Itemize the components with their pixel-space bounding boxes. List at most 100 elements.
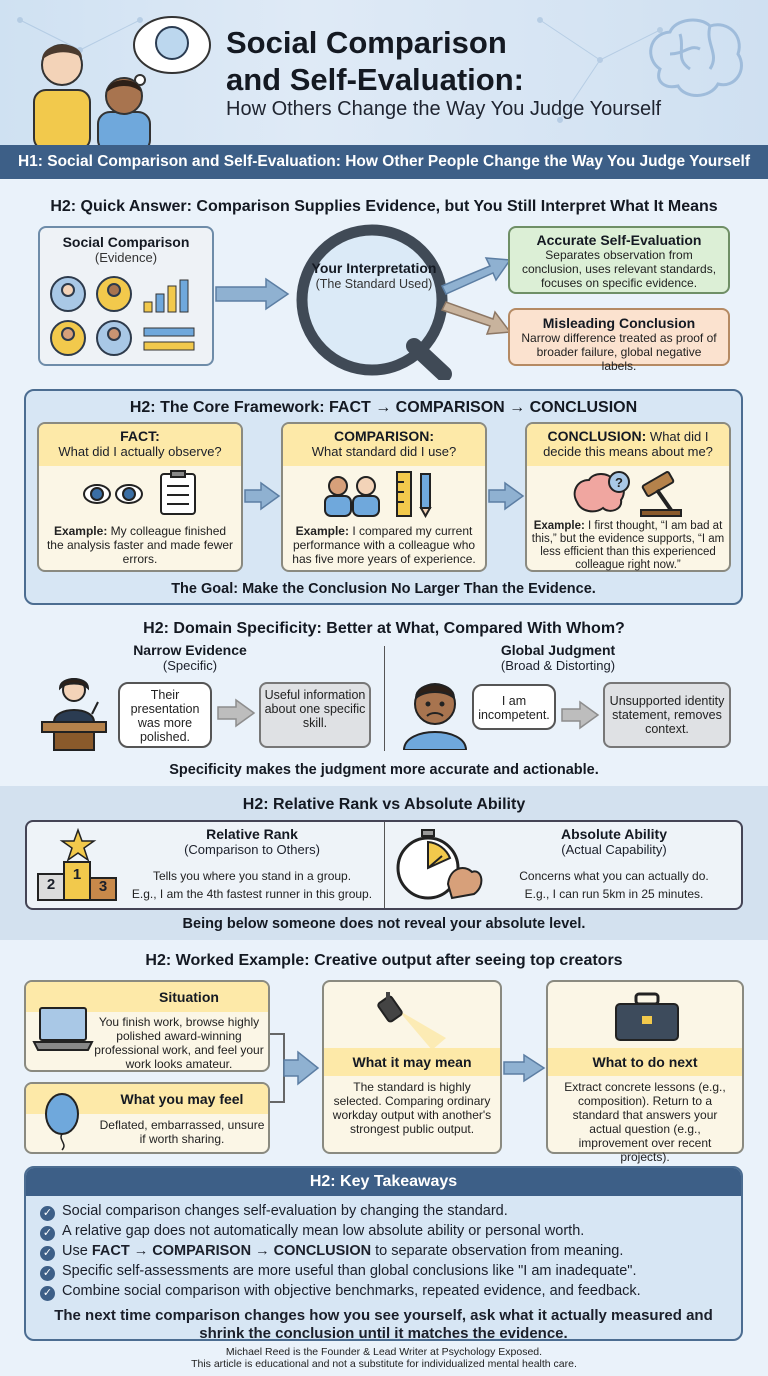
narrow-subtitle: (Specific) <box>162 658 218 673</box>
credits-author: Michael Reed is the Founder & Lead Write… <box>225 1346 543 1358</box>
check-icon: ✓ <box>40 1266 55 1281</box>
arrow-right-icon <box>488 481 525 511</box>
accurate-text: Separates observation from conclusion, u… <box>521 248 717 290</box>
svg-text:?: ? <box>615 475 623 490</box>
absolute-ability-subtitle: (Actual Capability) <box>561 842 667 857</box>
laptop-icon <box>32 1007 94 1051</box>
header-banner: Social Comparison and Self-Evaluation: H… <box>0 0 768 145</box>
meaning-card: What it may mean The standard is highly … <box>322 980 502 1154</box>
meaning-text: The standard is highly selected. Compari… <box>332 1080 492 1136</box>
credits: Michael Reed is the Founder & Lead Write… <box>0 1346 768 1370</box>
comparison-header: COMPARISON: What standard did I use? <box>283 424 485 466</box>
relative-rank-text: Tells you where you stand in a group. <box>152 869 352 883</box>
narrow-speech-bubble: Their presentation was more polished. <box>118 682 212 748</box>
fact-example: Example: My colleague finished the analy… <box>45 524 235 566</box>
comparison-faces-icon <box>50 276 195 356</box>
global-speech-bubble: I am incompetent. <box>472 684 556 730</box>
situation-title: Situation <box>159 989 219 1005</box>
takeaway-item: ✓A relative gap does not automatically m… <box>40 1221 741 1241</box>
evidence-subtitle: (Evidence) <box>94 250 158 265</box>
takeaway-item: ✓ Specific self-assessments are more usef… <box>40 1261 741 1281</box>
comparison-example: Example: I compared my current performan… <box>289 524 479 566</box>
arrow-right-icon <box>244 481 281 511</box>
lens-title: Your Interpretation <box>311 260 437 276</box>
stopwatch-muscle-icon <box>396 829 483 900</box>
check-icon: ✓ <box>40 1246 55 1261</box>
fact-card: FACT: What did I actually observe? Examp… <box>37 422 243 572</box>
relative-rank-title: Relative Rank <box>206 826 298 842</box>
comparison-example-text: I compared my current performance with a… <box>292 524 476 566</box>
takeaways-heading: H2: Key Takeaways <box>26 1168 741 1196</box>
feel-card: What you may feel Deflated, embarrassed,… <box>24 1082 270 1154</box>
fact-question: What did I actually observe? <box>58 444 222 459</box>
brain-icon <box>649 18 743 97</box>
quick-answer-heading: H2: Quick Answer: Comparison Supplies Ev… <box>50 198 718 215</box>
absolute-ability-title: Absolute Ability <box>560 826 668 842</box>
check-icon: ✓ <box>40 1286 55 1301</box>
lens-subtitle: (The Standard Used) <box>315 277 433 291</box>
presenter-at-podium-icon <box>41 678 107 751</box>
feel-title: What you may feel <box>120 1091 244 1107</box>
conclusion-card: CONCLUSION: What did I decide this means… <box>525 422 731 572</box>
arrow-right-icon <box>217 698 256 728</box>
conclusion-question-2: decide this means about me? <box>543 444 713 459</box>
podium-third: 3 <box>98 878 108 895</box>
balloon-icon <box>45 1093 79 1151</box>
global-judgment-label: Global Judgment (Broad & Distorting) <box>468 642 648 673</box>
global-title: Global Judgment <box>500 642 616 658</box>
meaning-title: What it may mean <box>324 1048 500 1076</box>
takeaways-closing: The next time comparison changes how you… <box>54 1307 713 1341</box>
comparison-question: What standard did I use? <box>311 444 457 459</box>
narrow-result-box: Useful information about one specific sk… <box>259 682 371 748</box>
conclusion-example-label: Example: <box>533 520 585 532</box>
conclusion-example: Example: I first thought, “I am bad at t… <box>531 520 725 572</box>
arrow-right-icon <box>561 700 600 730</box>
podium-icon <box>37 828 117 901</box>
takeaway-bold-text: FACT → COMPARISON → CONCLUSION <box>91 1243 372 1259</box>
h1-bar: H1: Social Comparison and Self-Evaluatio… <box>0 145 768 179</box>
fact-header: FACT: What did I actually observe? <box>39 424 241 466</box>
conclusion-title: CONCLUSION: <box>547 428 647 444</box>
misleading-conclusion-box: Misleading Conclusion Narrow difference … <box>508 308 730 373</box>
accurate-self-evaluation-box: Accurate Self-Evaluation Separates obser… <box>508 226 730 294</box>
people-ruler-pencil-icon <box>324 471 432 518</box>
takeaway-item: ✓Use FACT → COMPARISON → CONCLUSION to s… <box>40 1241 741 1261</box>
worked-heading: H2: Worked Example: Creative output afte… <box>145 952 623 969</box>
sad-person-icon <box>402 683 468 750</box>
check-icon: ✓ <box>40 1206 55 1221</box>
absolute-ability-example: E.g., I can run 5km in 25 minutes. <box>524 887 704 901</box>
fact-title: FACT: <box>120 428 160 444</box>
takeaway-item: ✓ Social comparison changes self-evaluati… <box>40 1201 741 1221</box>
takeaway-text: A relative gap does not automatically me… <box>62 1223 585 1239</box>
takeaway-item: ✓Combine social comparison with objectiv… <box>40 1281 741 1301</box>
framework-heading: H2: The Core Framework: FACT → COMPARISO… <box>129 399 638 416</box>
accurate-title: Accurate Self-Evaluation <box>536 232 702 248</box>
domain-heading: H2: Domain Specificity: Better at What, … <box>143 620 625 637</box>
domain-footer: Specificity makes the judgment more accu… <box>169 762 599 778</box>
misleading-title: Misleading Conclusion <box>542 315 696 331</box>
lens-label: Your Interpretation (The Standard Used) <box>306 260 442 292</box>
bar-chart-icon <box>143 279 195 351</box>
global-subtitle: (Broad & Distorting) <box>500 658 616 673</box>
takeaways-panel: H2: Key Takeaways ✓ Social comparison cha… <box>24 1166 743 1341</box>
situation-card: Situation You finish work, browse highly… <box>24 980 270 1072</box>
takeaways-list: ✓ Social comparison changes self-evaluati… <box>26 1196 741 1301</box>
conclusion-question-1: What did I <box>646 429 709 444</box>
takeaway-text: Specific self-assessments are more usefu… <box>62 1263 637 1279</box>
comparison-card: COMPARISON: What standard did I use? Exa… <box>281 422 487 572</box>
rank-heading: H2: Relative Rank vs Absolute Ability <box>242 796 526 813</box>
relative-rank-subtitle: (Comparison to Others) <box>184 842 320 857</box>
rank-divider <box>384 822 385 908</box>
framework-goal: The Goal: Make the Conclusion No Larger … <box>171 581 596 597</box>
page-subtitle: How Others Change the Way You Judge Your… <box>226 98 662 120</box>
takeaway-text: Use <box>62 1243 92 1259</box>
eyes-clipboard-icon <box>83 470 196 515</box>
narrow-evidence-label: Narrow Evidence (Specific) <box>100 642 280 673</box>
narrow-title: Narrow Evidence <box>133 642 247 658</box>
page-title: Social Comparison and Self-Evaluation: <box>226 25 524 97</box>
branch-arrows-icon <box>440 257 512 335</box>
takeaway-text: Social comparison changes self-evaluatio… <box>62 1203 508 1219</box>
relative-rank-example: E.g., I am the 4th fastest runner in thi… <box>131 887 373 901</box>
arrow-right-icon <box>215 277 290 311</box>
misleading-text: Narrow difference treated as proof of br… <box>521 331 717 373</box>
